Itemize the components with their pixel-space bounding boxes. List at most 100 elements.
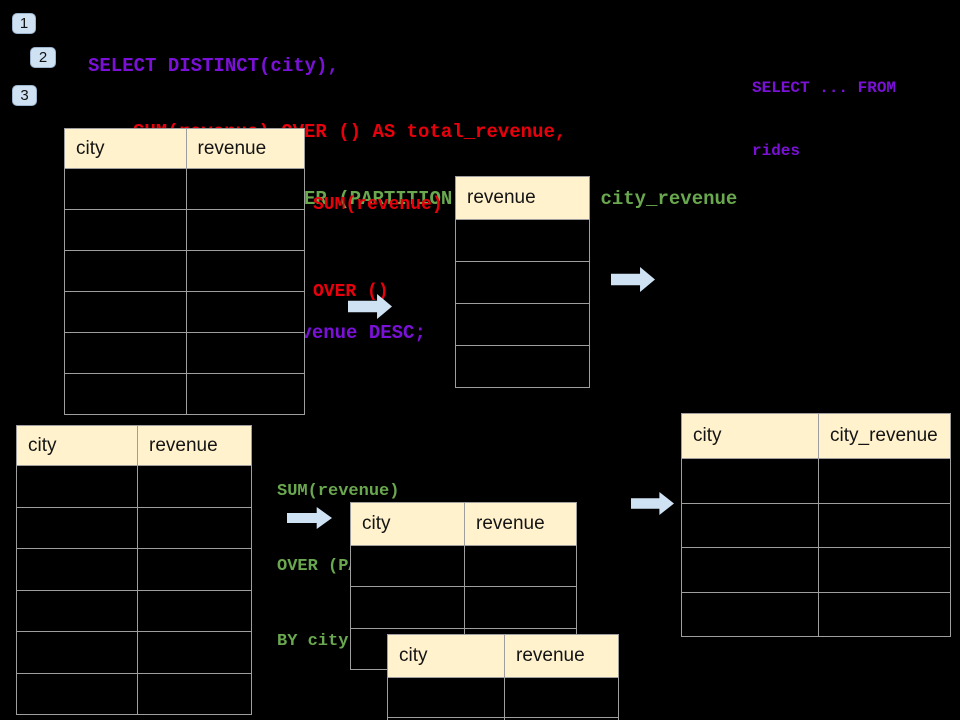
table-row xyxy=(456,345,589,387)
table-cell xyxy=(464,546,576,587)
table-total-revenue: revenue xyxy=(455,176,590,388)
table-cell xyxy=(17,466,137,507)
table-row xyxy=(65,291,304,332)
column-header-revenue: revenue xyxy=(185,129,305,168)
table-cell xyxy=(818,548,950,592)
right-arrow-icon xyxy=(631,492,674,515)
table-header-row: revenue xyxy=(456,177,589,219)
table-cell xyxy=(456,304,589,345)
table-row xyxy=(65,373,304,414)
table-city-revenue-result: city city_revenue xyxy=(681,413,951,637)
table-row xyxy=(456,261,589,303)
step-badge-2: 2 xyxy=(30,47,56,68)
column-header-city-revenue: city_revenue xyxy=(818,414,950,458)
table-row xyxy=(682,547,950,592)
table-cell xyxy=(17,632,137,673)
table-source-bottom: city revenue xyxy=(16,425,252,715)
table-row xyxy=(351,545,576,587)
table-row xyxy=(17,589,251,632)
table-cell xyxy=(351,587,464,627)
column-header-city: city xyxy=(693,425,722,446)
table-cell xyxy=(65,169,186,209)
table-cell xyxy=(17,549,137,590)
table-row xyxy=(682,591,950,637)
table-cell xyxy=(185,333,305,373)
table-cell xyxy=(17,674,137,715)
step-badge-label: 2 xyxy=(38,49,48,66)
table-cell xyxy=(65,374,186,414)
partition-annotation-line3: BY city) xyxy=(277,632,359,651)
table-row xyxy=(17,506,251,549)
column-header-revenue: revenue xyxy=(464,503,576,545)
step-badge-3: 3 xyxy=(12,85,37,106)
select-from-note: SELECT ... FROM rides xyxy=(752,36,896,204)
table-cell xyxy=(456,220,589,261)
table-row xyxy=(351,586,576,628)
table-cell xyxy=(351,546,464,586)
table-row xyxy=(17,465,251,507)
table-cell xyxy=(137,632,251,673)
table-cell xyxy=(682,504,818,548)
table-cell xyxy=(818,592,950,636)
table-cell xyxy=(504,718,618,720)
column-header-city: city xyxy=(362,513,391,534)
table-row xyxy=(456,303,589,345)
select-from-note-line1: SELECT ... FROM xyxy=(752,79,897,97)
table-row xyxy=(682,502,950,548)
step-badge-1: 1 xyxy=(12,13,36,34)
table-cell xyxy=(17,591,137,632)
table-header-row: city revenue xyxy=(17,426,251,465)
table-cell xyxy=(185,210,305,250)
table-row xyxy=(388,717,618,720)
table-row xyxy=(456,219,589,261)
table-cell xyxy=(456,262,589,303)
table-cell xyxy=(682,548,818,592)
column-header-revenue: revenue xyxy=(504,635,618,677)
table-cell xyxy=(818,503,950,547)
table-row xyxy=(65,168,304,209)
table-cell xyxy=(65,210,186,250)
table-row xyxy=(388,677,618,717)
table-cell xyxy=(464,587,576,628)
table-cell xyxy=(185,251,305,291)
table-cell xyxy=(682,459,818,503)
table-row xyxy=(65,250,304,291)
table-row xyxy=(65,209,304,250)
step-badge-label: 3 xyxy=(20,87,29,104)
select-from-note-line2: rides xyxy=(752,142,801,160)
table-header-row: city revenue xyxy=(351,503,576,545)
table-row xyxy=(17,631,251,673)
table-cell xyxy=(456,346,589,387)
table-cell xyxy=(17,508,137,549)
table-header-row: city revenue xyxy=(388,635,618,677)
table-cell xyxy=(137,549,251,590)
table-cell xyxy=(818,459,950,503)
table-cell xyxy=(388,678,504,717)
partition-annotation-line1: SUM(revenue) xyxy=(277,482,400,501)
table-row xyxy=(17,548,251,590)
table-cell xyxy=(504,678,618,717)
table-row xyxy=(65,332,304,373)
column-header-city: city xyxy=(399,645,428,666)
total-revenue-annotation-line1: SUM(revenue) xyxy=(313,195,443,215)
column-header-city: city xyxy=(28,434,57,456)
table-source-top: city revenue xyxy=(64,128,305,415)
total-revenue-annotation: SUM(revenue) OVER () xyxy=(313,133,443,365)
table-cell xyxy=(137,507,251,548)
table-cell xyxy=(137,590,251,631)
column-header-revenue: revenue xyxy=(137,426,251,465)
column-header-revenue: revenue xyxy=(467,187,536,208)
table-header-row: city city_revenue xyxy=(682,414,950,458)
table-cell xyxy=(65,251,186,291)
table-cell xyxy=(137,466,251,507)
sql-line-select: SELECT DISTINCT(city), xyxy=(88,54,339,77)
table-cell xyxy=(137,673,251,714)
column-header-city: city xyxy=(76,137,105,159)
table-cell xyxy=(682,593,818,637)
table-cell xyxy=(185,292,305,332)
table-header-row: city revenue xyxy=(65,129,304,168)
table-partition-overlay: city revenue xyxy=(387,634,619,720)
table-cell xyxy=(65,292,186,332)
table-row xyxy=(682,458,950,503)
